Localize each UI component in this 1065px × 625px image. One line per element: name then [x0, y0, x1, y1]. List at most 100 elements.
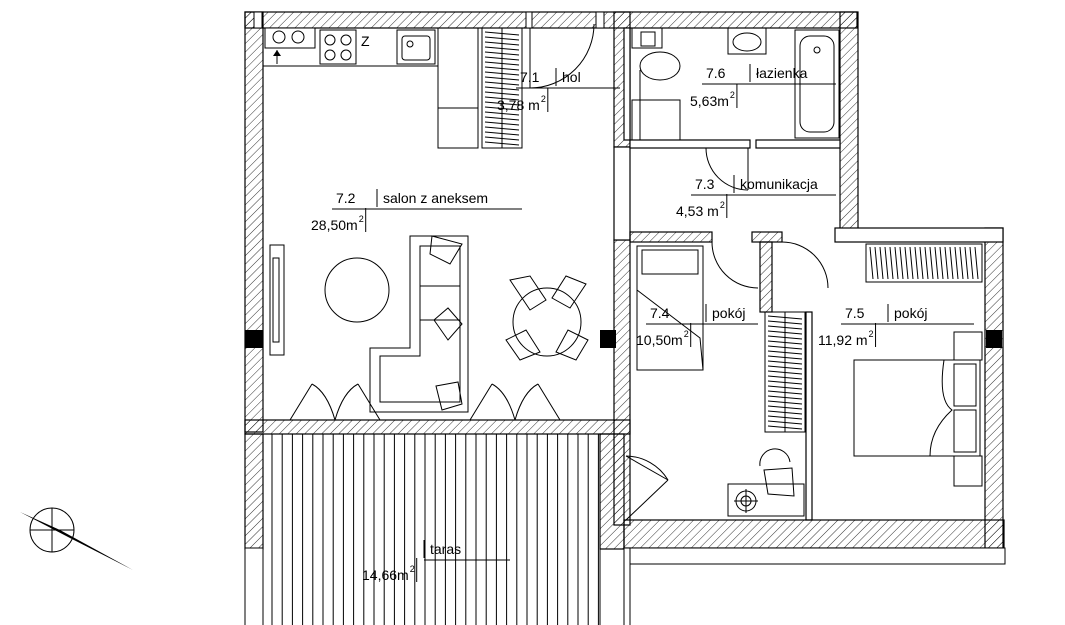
room-number: 7.3 [695, 176, 715, 192]
walls [244, 11, 1005, 551]
room-name: pokój [712, 305, 745, 321]
wardrobe-hanger-line [904, 246, 909, 280]
wardrobe-room74-lines [767, 312, 803, 432]
kitchen: Z [262, 27, 479, 149]
room-area-unit-sup: 2 [684, 329, 689, 339]
room-area: 5,63m [690, 93, 729, 109]
terrace-left-edge [244, 547, 264, 625]
salon-furniture [269, 235, 589, 421]
room75-furniture [853, 243, 983, 487]
room-name: taras [430, 541, 461, 557]
wall-rooms-partition-upper [759, 241, 773, 313]
sink-icon [396, 29, 436, 65]
wardrobe-hanger-line [934, 246, 939, 280]
dining-table-icon [505, 275, 589, 361]
bed-room74 [636, 245, 704, 371]
desk-icon [727, 483, 805, 517]
door-left-leaf [289, 383, 336, 421]
door-right-leaf [334, 383, 381, 421]
wardrobe-hanger-line [944, 246, 949, 280]
wardrobe-hanger-line [949, 246, 954, 280]
room-area-unit-sup: 2 [720, 200, 725, 210]
wardrobe-hanger-line [929, 246, 934, 280]
sink-bath-icon [727, 27, 767, 55]
wall-bottom-rooms [623, 519, 1005, 549]
room-area-unit-sup: 2 [541, 94, 546, 104]
wall-terrace-left [244, 433, 264, 550]
terrace-right-edge [623, 547, 631, 625]
hol-fixtures [481, 23, 595, 149]
wall-bath-bottom-b [755, 139, 841, 149]
window-frame-top-mid [595, 11, 605, 29]
room-area-unit-sup: 2 [359, 214, 364, 224]
desk-lamp-icon [734, 489, 758, 513]
room-name: komunikacja [740, 176, 818, 192]
window-frame-top-left [253, 11, 263, 29]
door-left-leaf [469, 383, 516, 421]
wardrobe-hanger-line [974, 246, 979, 280]
wall-kom-bottom-b [751, 231, 783, 243]
toilet-icon [631, 27, 681, 81]
door-swing-room74 [711, 241, 759, 289]
coffee-table [324, 257, 390, 323]
room-name: hol [562, 69, 581, 85]
door-swing-terrace [625, 455, 669, 481]
room-number: 7.6 [706, 65, 726, 81]
wall-mid-door-zone [613, 146, 631, 241]
wall-right-upper [839, 11, 859, 231]
bathroom [631, 27, 840, 191]
wardrobe-hanger-line [939, 246, 944, 280]
room-number: 7.2 [336, 190, 356, 206]
kitchen-z-mark: Z [361, 33, 370, 49]
room-area: 3,78 m [497, 97, 540, 113]
window-frame-top-hol [525, 11, 533, 29]
wall-bath-hol [623, 27, 631, 141]
wardrobe-hanger-line [909, 246, 914, 280]
wardrobe-hanger-line [954, 246, 959, 280]
room-area: 28,50m [311, 217, 358, 233]
desk-chair [763, 467, 795, 497]
room-number: 7.4 [650, 305, 670, 321]
bed-sheet-room74 [636, 289, 704, 371]
kitchen-counter-side [437, 27, 479, 149]
room-area: 14,66m [362, 567, 409, 583]
door-leaf-terrace [625, 455, 669, 481]
door-swing-room75 [781, 241, 829, 289]
tv-cabinet [269, 244, 285, 356]
washing-machine [631, 99, 681, 141]
wardrobe-hol-lines [484, 28, 520, 148]
wardrobe-hanger-line [889, 246, 894, 280]
door-swing-hol [529, 23, 595, 89]
wall-terrace-right [599, 433, 625, 550]
compass-north-arrow-icon [20, 507, 133, 570]
boiler-icon [264, 27, 316, 64]
corridor-doors [711, 241, 829, 289]
room-number: 7.5 [845, 305, 865, 321]
pillow-room74 [641, 249, 699, 275]
terrace-boards [271, 434, 599, 625]
room-area: 11,92 m [818, 332, 868, 348]
desk-chair-back [759, 448, 791, 467]
wardrobe-hanger-line [969, 246, 974, 280]
hob-icon [319, 29, 357, 65]
room-name: salon z aneksem [383, 190, 488, 206]
door-swing-bath [705, 147, 749, 191]
room-name: łazienka [756, 65, 808, 81]
terrace-floor [262, 433, 601, 625]
terrace-right-ledge [629, 547, 1006, 565]
room-area-unit-sup: 2 [730, 90, 735, 100]
wardrobe-hanger-line [869, 246, 874, 280]
room-area-unit-sup: 2 [869, 329, 874, 339]
tv-screen [272, 257, 280, 343]
kitchen-fridge [437, 107, 479, 149]
wardrobe-hanger-line [924, 246, 929, 280]
wardrobe-hanger-line [894, 246, 899, 280]
window-marker-right [986, 330, 1002, 348]
room-name: pokój [894, 305, 927, 321]
